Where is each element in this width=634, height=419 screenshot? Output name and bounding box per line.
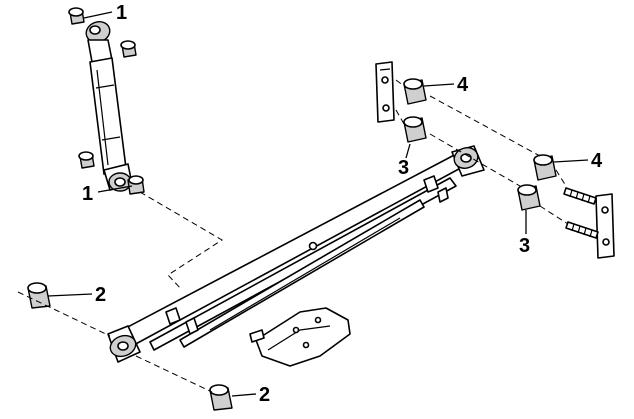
shackle-plate-lower — [595, 193, 615, 259]
shackle-axis-lower — [429, 133, 521, 187]
shackle-axis-bolt-upper — [555, 169, 567, 187]
shock-mount-path — [139, 191, 223, 291]
shackle-bushing-top — [403, 78, 427, 105]
shock-bottom-bushing-left — [78, 151, 95, 169]
shackle-plate-axis-2 — [395, 109, 405, 125]
leader-front-bushing-lower — [231, 393, 257, 397]
callout-front-bushing-lower: 2 — [259, 384, 270, 406]
front-bushing-axis-upper — [17, 291, 111, 337]
leader-shackle-right — [553, 159, 589, 163]
front-bushing-lower — [209, 384, 233, 411]
front-bushing-upper — [27, 282, 51, 309]
leaf-spring — [107, 145, 485, 363]
front-bushing-axis-lower — [135, 355, 213, 393]
shock-top-bushing-right — [120, 40, 137, 58]
callout-shackle-bushing-lower: 3 — [519, 235, 530, 257]
shackle-bolt-lower — [565, 221, 599, 239]
leader-front-bushing-upper — [47, 293, 93, 297]
shock-absorber — [85, 21, 133, 192]
callout-shackle-bushing-top: 4 — [457, 74, 469, 96]
leader-shock-top — [83, 11, 113, 19]
shock-bottom-bushing-right — [127, 175, 145, 195]
shock-top-bushing-left — [68, 7, 85, 25]
leader-shackle-top — [423, 83, 455, 87]
shackle-bushing-right — [533, 154, 557, 181]
shackle-bushing-lower-right — [517, 184, 541, 211]
shackle-bushing-upper-left — [403, 116, 427, 143]
callout-shock-top: 1 — [116, 2, 127, 24]
leader-shackle-upper — [405, 143, 411, 159]
shackle-plate-upper — [375, 61, 395, 123]
callout-shackle-bushing-upper: 3 — [398, 157, 409, 179]
callout-shackle-bushing-right: 4 — [591, 150, 603, 172]
shackle-axis-bolt-lower — [539, 205, 569, 225]
shackle-plate-axis — [395, 79, 405, 87]
callout-front-bushing-upper: 2 — [95, 284, 106, 306]
shackle-axis-upper — [429, 95, 541, 157]
leader-shock-bottom — [97, 185, 133, 193]
spring-seat-plate — [249, 307, 351, 367]
callout-shock-bottom: 1 — [82, 183, 93, 205]
shackle-bolt-upper — [563, 187, 597, 205]
